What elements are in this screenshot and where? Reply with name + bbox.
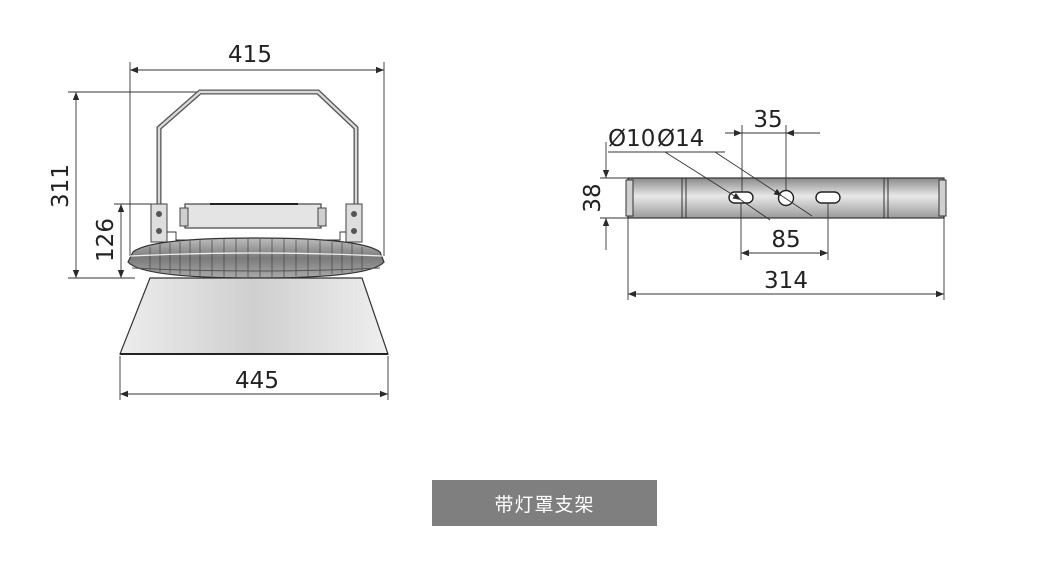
- center-hole: [777, 189, 795, 207]
- leader-d14: [714, 151, 783, 197]
- hole-label-d14: Ø14: [657, 126, 704, 152]
- slot-right: [815, 191, 841, 204]
- dim-label-415: 415: [228, 42, 272, 68]
- dim-label-445: 445: [235, 368, 279, 394]
- leader-d10: [664, 151, 742, 201]
- slot-left: [728, 191, 754, 204]
- bracket-plate-left: [150, 203, 168, 243]
- reflector-cone: [119, 277, 389, 355]
- dim-label-35: 35: [753, 107, 782, 133]
- front-view: 415 311 126: [48, 42, 389, 400]
- bracket-handle: [156, 89, 359, 222]
- lamp-housing: [127, 237, 385, 279]
- dim-label-38: 38: [580, 183, 606, 212]
- dim-label-311: 311: [48, 164, 74, 208]
- bracket-plate-right: [345, 203, 363, 243]
- caption-label: 带灯罩支架: [432, 480, 657, 526]
- heat-sink-fins: [149, 239, 363, 277]
- hole-label-d10: Ø10: [608, 126, 655, 152]
- dim-label-126: 126: [93, 218, 119, 262]
- side-view: Ø10 Ø14 35 38 85 314: [580, 107, 947, 300]
- dim-label-314: 314: [764, 268, 808, 294]
- driver-box: [184, 203, 322, 229]
- dim-label-85: 85: [771, 227, 800, 253]
